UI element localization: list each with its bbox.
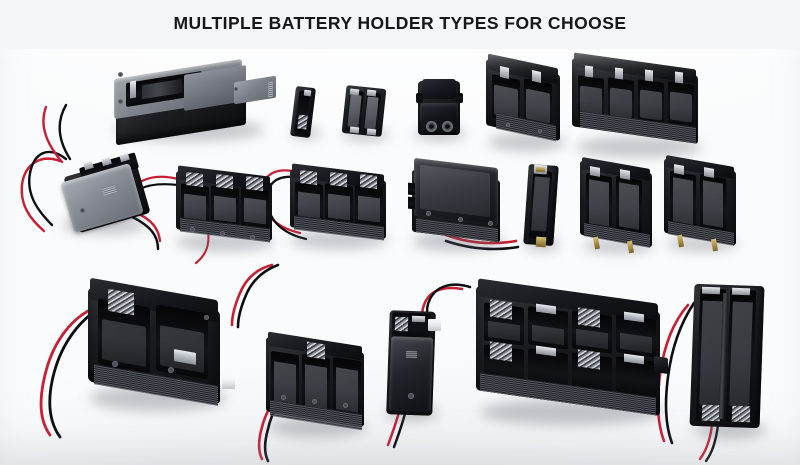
item-dual-aa-holder — [338, 83, 394, 143]
item-4xaa-inline-tall-holder — [688, 281, 772, 441]
item-2x18650-holder — [482, 53, 572, 153]
item-3xaa-covered-box-with-leads — [58, 152, 151, 239]
jst-connector-r3c4 — [428, 319, 441, 331]
item-2x18650-pcb-holder — [576, 157, 660, 257]
item-single-aa-holder — [289, 85, 323, 141]
page-title: MULTIPLE BATTERY HOLDER TYPES FOR CHOOSE — [173, 13, 627, 33]
item-3xaa-open-holder-with-leads-b — [286, 163, 392, 255]
item-2xaa-covered-box-with-leads — [382, 307, 442, 427]
item-9v-slide-cover-battery-box — [108, 58, 276, 146]
item-4xaa-square-box-with-lid — [406, 157, 510, 255]
product-photo — [0, 49, 800, 465]
banner-header: MULTIPLE BATTERY HOLDER TYPES FOR CHOOSE — [0, 0, 800, 49]
item-2xd-cell-large-box-with-leads — [82, 277, 232, 417]
item-2x18650-pcb-holder-b — [660, 155, 744, 255]
item-3xaa-holder-with-jst-connector — [262, 331, 372, 441]
jst-connector-r3c2 — [222, 377, 235, 389]
item-9v-snap-connector-holder — [410, 77, 470, 143]
item-3xaa-open-holder-with-leads — [172, 165, 278, 255]
item-8xaa-holder-with-jst-connector — [470, 278, 670, 431]
item-1x18650-holder-with-leads — [520, 161, 564, 257]
item-4x18650-holder — [568, 52, 708, 159]
